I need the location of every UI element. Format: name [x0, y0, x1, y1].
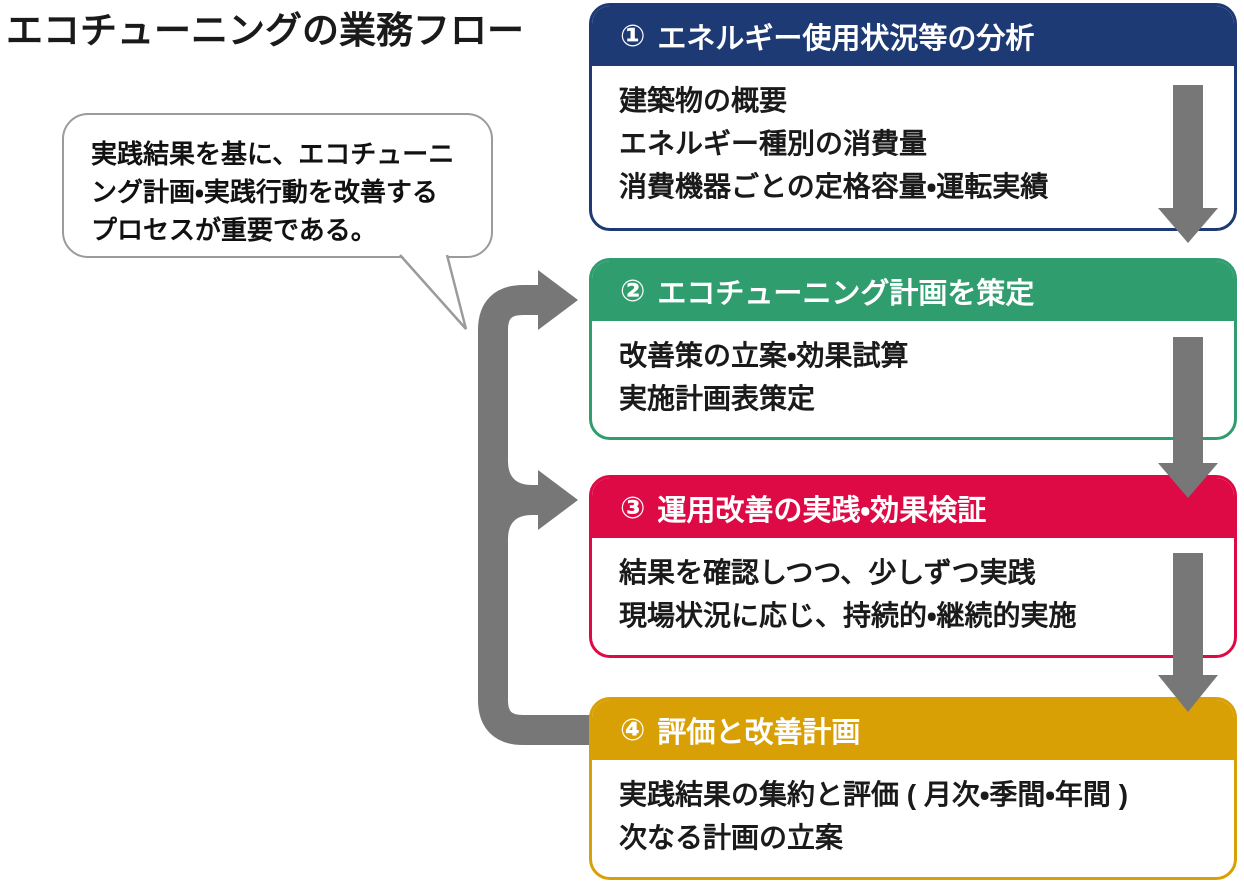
step-2-title: エコチューニング計画を策定 [657, 278, 1035, 310]
step-3-body: 結果を確認しつつ、少しずつ実践 現場状況に応じ、持続的・継続的実施 [592, 538, 1234, 637]
step-4-header: ④ 評価と改善計画 [592, 700, 1234, 760]
feedback-loop-path [478, 285, 602, 745]
step-box-2-plan: ② エコチューニング計画を策定 改善策の立案・効果試算 実施計画表策定 [589, 258, 1237, 440]
note-line: ング計画・実践行動を改善する [91, 177, 438, 207]
step-3-header: ③ 運用改善の実践・効果検証 [592, 478, 1234, 538]
step-1-body: 建築物の概要 エネルギー種別の消費量 消費機器ごとの定格容量・運転実績 [592, 66, 1234, 208]
feedback-arrowhead-step2-icon [538, 270, 578, 330]
step-2-body: 改善策の立案・効果試算 実施計画表策定 [592, 321, 1234, 420]
step-1-title: エネルギー使用状況等の分析 [657, 23, 1035, 55]
page-title: エコチューニングの業務フロー [6, 10, 524, 51]
step-4-body: 実践結果の集約と評価 ( 月次・季間・年間 ) 次なる計画の立案 [592, 760, 1234, 859]
note-line: プロセスが重要である。 [91, 215, 377, 245]
step-item: 次なる計画の立案 [619, 822, 844, 853]
step-item: 実践結果の集約と評価 ( 月次・季間・年間 ) [619, 779, 1129, 810]
step-item: 消費機器ごとの定格容量・運転実績 [619, 171, 1049, 202]
step-1-number-badge: ① [620, 19, 646, 53]
note-line: 実践結果を基に、エコチューニ [91, 139, 455, 169]
note-bubble: 実践結果を基に、エコチューニ ング計画・実践行動を改善する プロセスが重要である… [62, 113, 493, 258]
feedback-branch-shaft [493, 485, 540, 515]
step-box-3-practice: ③ 運用改善の実践・効果検証 結果を確認しつつ、少しずつ実践 現場状況に応じ、持… [589, 475, 1237, 658]
step-item: 現場状況に応じ、持続的・継続的実施 [619, 600, 1077, 631]
step-1-header: ① エネルギー使用状況等の分析 [592, 6, 1234, 66]
step-2-number-badge: ② [620, 274, 646, 308]
feedback-arrowhead-step3-icon [538, 470, 578, 530]
step-4-number-badge: ④ [620, 713, 646, 747]
step-box-4-evaluation: ④ 評価と改善計画 実践結果の集約と評価 ( 月次・季間・年間 ) 次なる計画の… [589, 697, 1237, 880]
feedback-branch-fillet-top [508, 461, 532, 485]
step-2-header: ② エコチューニング計画を策定 [592, 261, 1234, 321]
step-3-title: 運用改善の実践・効果検証 [657, 495, 987, 527]
step-item: 結果を確認しつつ、少しずつ実践 [619, 557, 1036, 588]
note-bubble-tail [400, 253, 466, 329]
step-item: 改善策の立案・効果試算 [619, 340, 909, 371]
note-bubble-tail-outline [399, 254, 468, 330]
step-4-title: 評価と改善計画 [657, 717, 861, 749]
feedback-branch-fillet-bottom [508, 515, 532, 539]
step-item: 建築物の概要 [619, 85, 788, 116]
step-3-number-badge: ③ [620, 491, 646, 525]
step-item: エネルギー種別の消費量 [619, 128, 928, 159]
step-item: 実施計画表策定 [619, 383, 816, 414]
step-box-1-analysis: ① エネルギー使用状況等の分析 建築物の概要 エネルギー種別の消費量 消費機器ご… [589, 3, 1237, 231]
